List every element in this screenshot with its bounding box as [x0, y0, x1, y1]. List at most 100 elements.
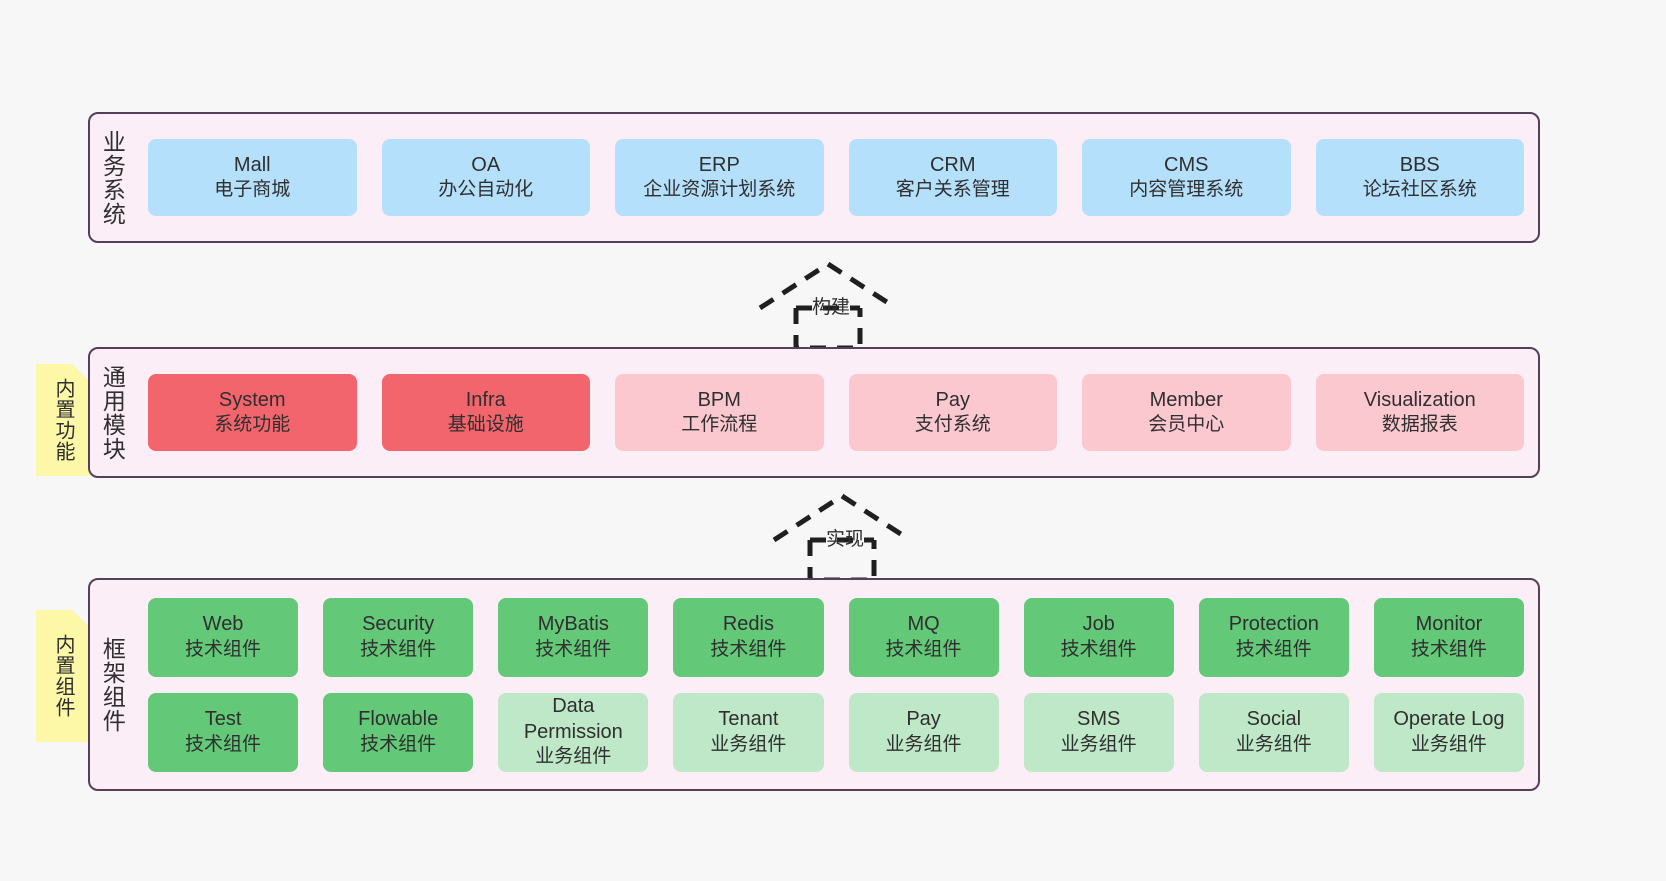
- sticky-note-builtin-features: 内置功能: [36, 364, 90, 476]
- layer-business-systems-label: 业务系统: [99, 129, 126, 226]
- node-title: Pay: [906, 708, 941, 731]
- node-subtitle: 技术组件: [710, 638, 787, 660]
- node-subtitle: 业务组件: [885, 733, 962, 755]
- node-title: Tenant: [718, 708, 779, 731]
- node-common-infra[interactable]: Infra 基础设施: [381, 374, 590, 451]
- node-title: MyBatis: [537, 613, 609, 636]
- node-subtitle: 技术组件: [885, 638, 962, 660]
- node-subtitle: 业务组件: [535, 746, 612, 768]
- node-title: SMS: [1077, 708, 1121, 731]
- node-title: Operate Log: [1393, 708, 1505, 731]
- node-title: Security: [362, 613, 435, 636]
- node-common-pay[interactable]: Pay 支付系统: [848, 374, 1057, 451]
- node-title: Member: [1149, 388, 1223, 411]
- node-common-visualization[interactable]: Visualization 数据报表: [1315, 374, 1524, 451]
- connector-build-label: 构建: [812, 297, 851, 318]
- node-subtitle: 技术组件: [185, 638, 262, 660]
- node-subtitle: 业务组件: [710, 733, 787, 755]
- node-subtitle: 业务组件: [1235, 733, 1312, 755]
- node-title: BBS: [1399, 153, 1440, 176]
- node-title: Data Permission: [523, 695, 623, 743]
- node-title: Test: [204, 708, 242, 731]
- node-subtitle: 业务组件: [1060, 733, 1137, 755]
- node-title: Visualization: [1363, 388, 1476, 411]
- node-title: Infra: [465, 388, 506, 411]
- node-title: OA: [471, 153, 501, 176]
- node-subtitle: 技术组件: [535, 638, 612, 660]
- node-subtitle: 系统功能: [214, 414, 291, 436]
- node-common-member[interactable]: Member 会员中心: [1082, 374, 1291, 451]
- node-title: Job: [1082, 613, 1115, 636]
- node-title: Protection: [1228, 613, 1319, 636]
- node-subtitle: 技术组件: [360, 733, 437, 755]
- node-subtitle: 业务组件: [1410, 733, 1487, 755]
- node-title: ERP: [698, 153, 740, 176]
- node-subtitle: 论坛社区系统: [1362, 179, 1477, 201]
- node-framework-data-permission[interactable]: Data Permission 业务组件: [498, 692, 649, 772]
- node-title: Pay: [935, 388, 970, 411]
- node-title: CMS: [1164, 153, 1209, 176]
- sticky-note-builtin-components: 内置组件: [36, 610, 90, 742]
- node-business-erp[interactable]: ERP 企业资源计划系统: [615, 139, 824, 216]
- node-subtitle: 技术组件: [1235, 638, 1312, 660]
- node-title: Redis: [722, 613, 774, 636]
- node-title: Monitor: [1415, 613, 1483, 636]
- node-subtitle: 电子商城: [214, 179, 291, 201]
- connector-implement-label: 实现: [826, 529, 865, 550]
- node-title: CRM: [929, 153, 976, 176]
- node-subtitle: 数据报表: [1381, 414, 1458, 436]
- node-subtitle: 客户关系管理: [895, 179, 1010, 201]
- node-subtitle: 技术组件: [1060, 638, 1137, 660]
- node-subtitle: 会员中心: [1148, 414, 1225, 436]
- node-business-oa[interactable]: OA 办公自动化: [381, 139, 590, 216]
- node-subtitle: 技术组件: [1410, 638, 1487, 660]
- node-business-bbs[interactable]: BBS 论坛社区系统: [1315, 139, 1524, 216]
- node-subtitle: 办公自动化: [438, 179, 534, 201]
- node-subtitle: 基础设施: [447, 414, 524, 436]
- layer-framework-components-label: 框架组件: [99, 636, 126, 733]
- layer-common-modules-label: 通用模块: [99, 364, 126, 461]
- node-title: Flowable: [358, 708, 439, 731]
- sticky-note-builtin-components-label: 内置组件: [52, 634, 74, 718]
- node-subtitle: 内容管理系统: [1129, 179, 1244, 201]
- node-subtitle: 支付系统: [914, 414, 991, 436]
- node-business-crm[interactable]: CRM 客户关系管理: [848, 139, 1057, 216]
- node-common-system[interactable]: System 系统功能: [148, 374, 357, 451]
- node-subtitle: 技术组件: [185, 733, 262, 755]
- node-subtitle: 企业资源计划系统: [643, 179, 796, 201]
- node-subtitle: 技术组件: [360, 638, 437, 660]
- node-title: Social: [1246, 708, 1302, 731]
- node-title: Web: [202, 613, 244, 636]
- node-title: System: [218, 388, 286, 411]
- node-business-cms[interactable]: CMS 内容管理系统: [1082, 139, 1291, 216]
- node-subtitle: 工作流程: [681, 414, 758, 436]
